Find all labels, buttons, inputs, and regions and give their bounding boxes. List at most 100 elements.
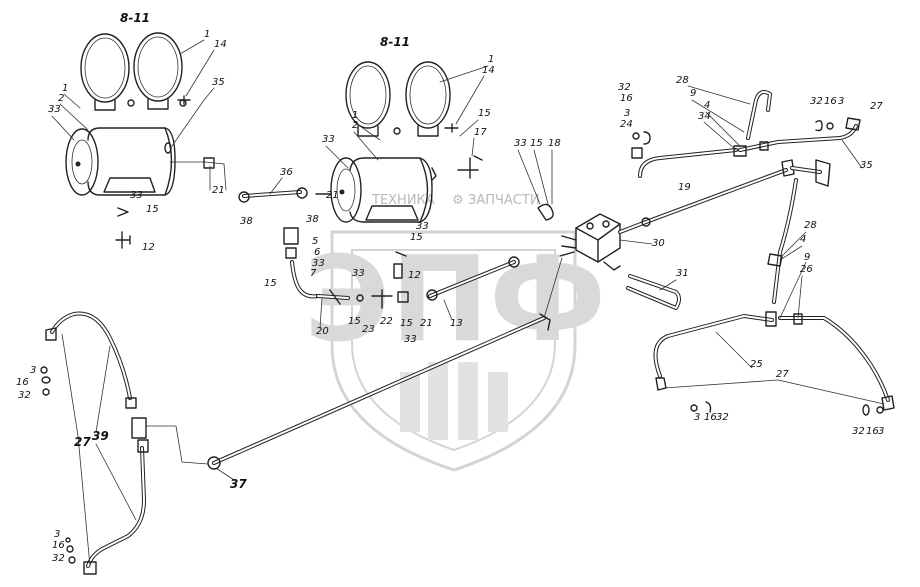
- bolt-icon: [444, 123, 459, 133]
- tee-valve-icon: [457, 155, 483, 179]
- clip-icon: [815, 119, 823, 132]
- clamp-band-left-1: [80, 33, 130, 111]
- callout-c-36: 36: [280, 167, 293, 178]
- callout-c-33-e: 33: [416, 221, 429, 232]
- watermark-line2: ЗАПЧАСТИ: [468, 193, 540, 208]
- receiver-center-end: [330, 157, 362, 223]
- callout-c-32-f: 32: [52, 553, 65, 564]
- pipe-37: [207, 257, 563, 470]
- plug-icon: [537, 203, 554, 221]
- washer-icon: [393, 127, 401, 135]
- washer-icon: [127, 99, 135, 107]
- callout-c-15-e: 15: [264, 278, 277, 289]
- callout-c-25: 25: [750, 359, 763, 370]
- callout-c-18: 18: [548, 138, 561, 149]
- callout-c-22: 22: [380, 316, 393, 327]
- callout-c-33-g: 33: [352, 268, 365, 279]
- pipe-13: [426, 256, 520, 301]
- callout-c-21-c: 21: [420, 318, 433, 329]
- callout-c-3-e: 3: [30, 365, 36, 376]
- drain-valve-icon: [115, 231, 131, 249]
- watermark: ЭПФ ТЕХНИКА ⚙ ЗАПЧАСТИ: [304, 193, 606, 472]
- callout-c-21-a: 21: [212, 185, 225, 196]
- callout-c-15-b: 15: [478, 108, 491, 119]
- callout-c-811-b: 8-11: [380, 35, 410, 49]
- receiver-left-bracket: [103, 177, 156, 193]
- callout-c-38-b: 38: [306, 214, 319, 225]
- callout-c-28-a: 28: [676, 75, 689, 86]
- callout-c-35-b: 35: [860, 160, 873, 171]
- callout-c-1-c: 1: [488, 54, 494, 65]
- callout-c-15-c: 15: [530, 138, 543, 149]
- callout-c-33-f: 33: [312, 258, 325, 269]
- callout-c-4-a: 4: [704, 100, 710, 111]
- callout-c-3-f: 3: [54, 529, 60, 540]
- callout-c-3-d: 3: [878, 426, 884, 437]
- callout-c-39: 39: [92, 429, 109, 443]
- watermark-logo: ЭПФ: [304, 230, 606, 368]
- callout-c-31: 31: [676, 268, 689, 279]
- callout-c-15-g: 15: [400, 318, 413, 329]
- callout-c-9-a: 9: [690, 88, 696, 99]
- pipe-19: [618, 159, 831, 234]
- callout-c-26: 26: [800, 264, 813, 275]
- watermark-emblem: [330, 230, 577, 472]
- callout-c-27-b: 27: [776, 369, 789, 380]
- callout-c-24: 24: [620, 119, 633, 130]
- callout-c-33-b: 33: [130, 190, 143, 201]
- brake-valve: [559, 213, 621, 271]
- callout-c-16-f: 16: [52, 540, 65, 551]
- clip-icon: [643, 131, 651, 145]
- callout-c-9-b: 9: [804, 252, 810, 263]
- callout-c-16-a: 16: [620, 93, 633, 104]
- callout-c-32-d: 32: [852, 426, 865, 437]
- callout-c-23: 23: [362, 324, 375, 335]
- watermark-line1: ТЕХНИКА: [371, 193, 435, 208]
- receiver-center-bracket: [365, 205, 419, 221]
- clip-icon: [431, 167, 437, 181]
- callout-c-33-d: 33: [514, 138, 527, 149]
- callout-c-32-c: 32: [716, 412, 729, 423]
- leader-lines: [51, 39, 885, 567]
- callout-c-3-b: 3: [838, 96, 844, 107]
- callout-c-33-c: 33: [322, 134, 335, 145]
- washer-icon: [632, 132, 640, 140]
- fitting-icon: [203, 157, 215, 169]
- pipe-group-upper-right: [631, 90, 861, 178]
- plug-icon: [164, 142, 172, 154]
- callout-c-16-c: 16: [704, 412, 717, 423]
- pipe-group-lower-right: [653, 178, 895, 411]
- pipe-36: [169, 161, 331, 203]
- callout-c-38-a: 38: [240, 216, 253, 227]
- callout-c-17: 17: [474, 127, 487, 138]
- callout-c-32-a: 32: [618, 82, 631, 93]
- callout-c-13: 13: [450, 318, 463, 329]
- washer-icon: [826, 122, 834, 130]
- hose-assembly-center: [283, 227, 409, 309]
- callout-c-811-a: 8-11: [120, 11, 150, 25]
- callout-c-35: 35: [212, 77, 225, 88]
- callout-c-2-b: 2: [352, 120, 358, 131]
- callout-c-7: 7: [310, 268, 317, 279]
- callout-c-20: 20: [316, 326, 329, 337]
- receiver-left: [65, 127, 176, 196]
- clamp-band-center-2: [405, 61, 451, 137]
- callout-c-32-e: 32: [18, 390, 31, 401]
- callout-c-1-b: 1: [62, 83, 68, 94]
- clip-icon: [66, 545, 74, 553]
- callout-c-34: 34: [698, 111, 711, 122]
- callout-c-3-a: 3: [624, 108, 630, 119]
- callout-c-33-a: 33: [48, 104, 61, 115]
- callout-c-16-b: 16: [824, 96, 837, 107]
- callout-c-28-b: 28: [804, 220, 817, 231]
- callout-c-19: 19: [678, 182, 691, 193]
- clip-icon: [117, 207, 129, 217]
- washer-icon: [42, 388, 50, 396]
- callout-c-16-d: 16: [866, 426, 879, 437]
- callout-c-14-a: 14: [214, 39, 227, 50]
- bolt-icon: [177, 95, 191, 105]
- clip-icon: [862, 404, 870, 416]
- wheat-icon: [400, 362, 508, 440]
